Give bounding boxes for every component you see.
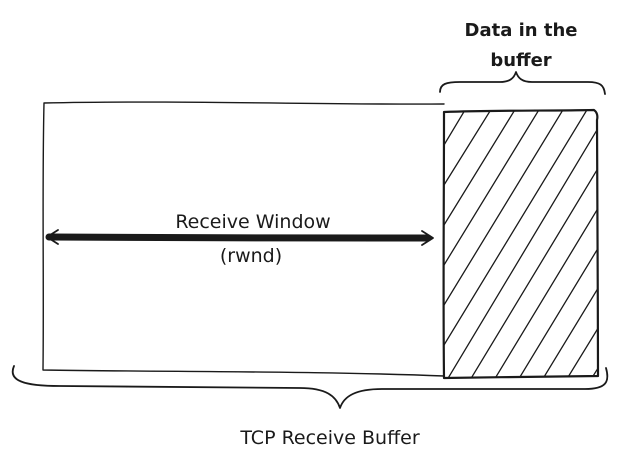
tcp-receive-buffer-label: TCP Receive Buffer	[239, 427, 420, 449]
buffer-outline	[42, 101, 445, 377]
buffer-brace	[11, 365, 609, 409]
data-in-buffer-block	[442, 108, 600, 380]
receive-window-arrow	[45, 229, 434, 246]
rwnd-label: (rwnd)	[220, 245, 282, 267]
data-label-line2: buffer	[490, 50, 551, 71]
receive-window-label: Receive Window	[175, 211, 330, 233]
hatch-pattern	[444, 110, 598, 378]
data-brace	[439, 71, 606, 95]
data-label-line1: Data in the	[465, 20, 578, 41]
